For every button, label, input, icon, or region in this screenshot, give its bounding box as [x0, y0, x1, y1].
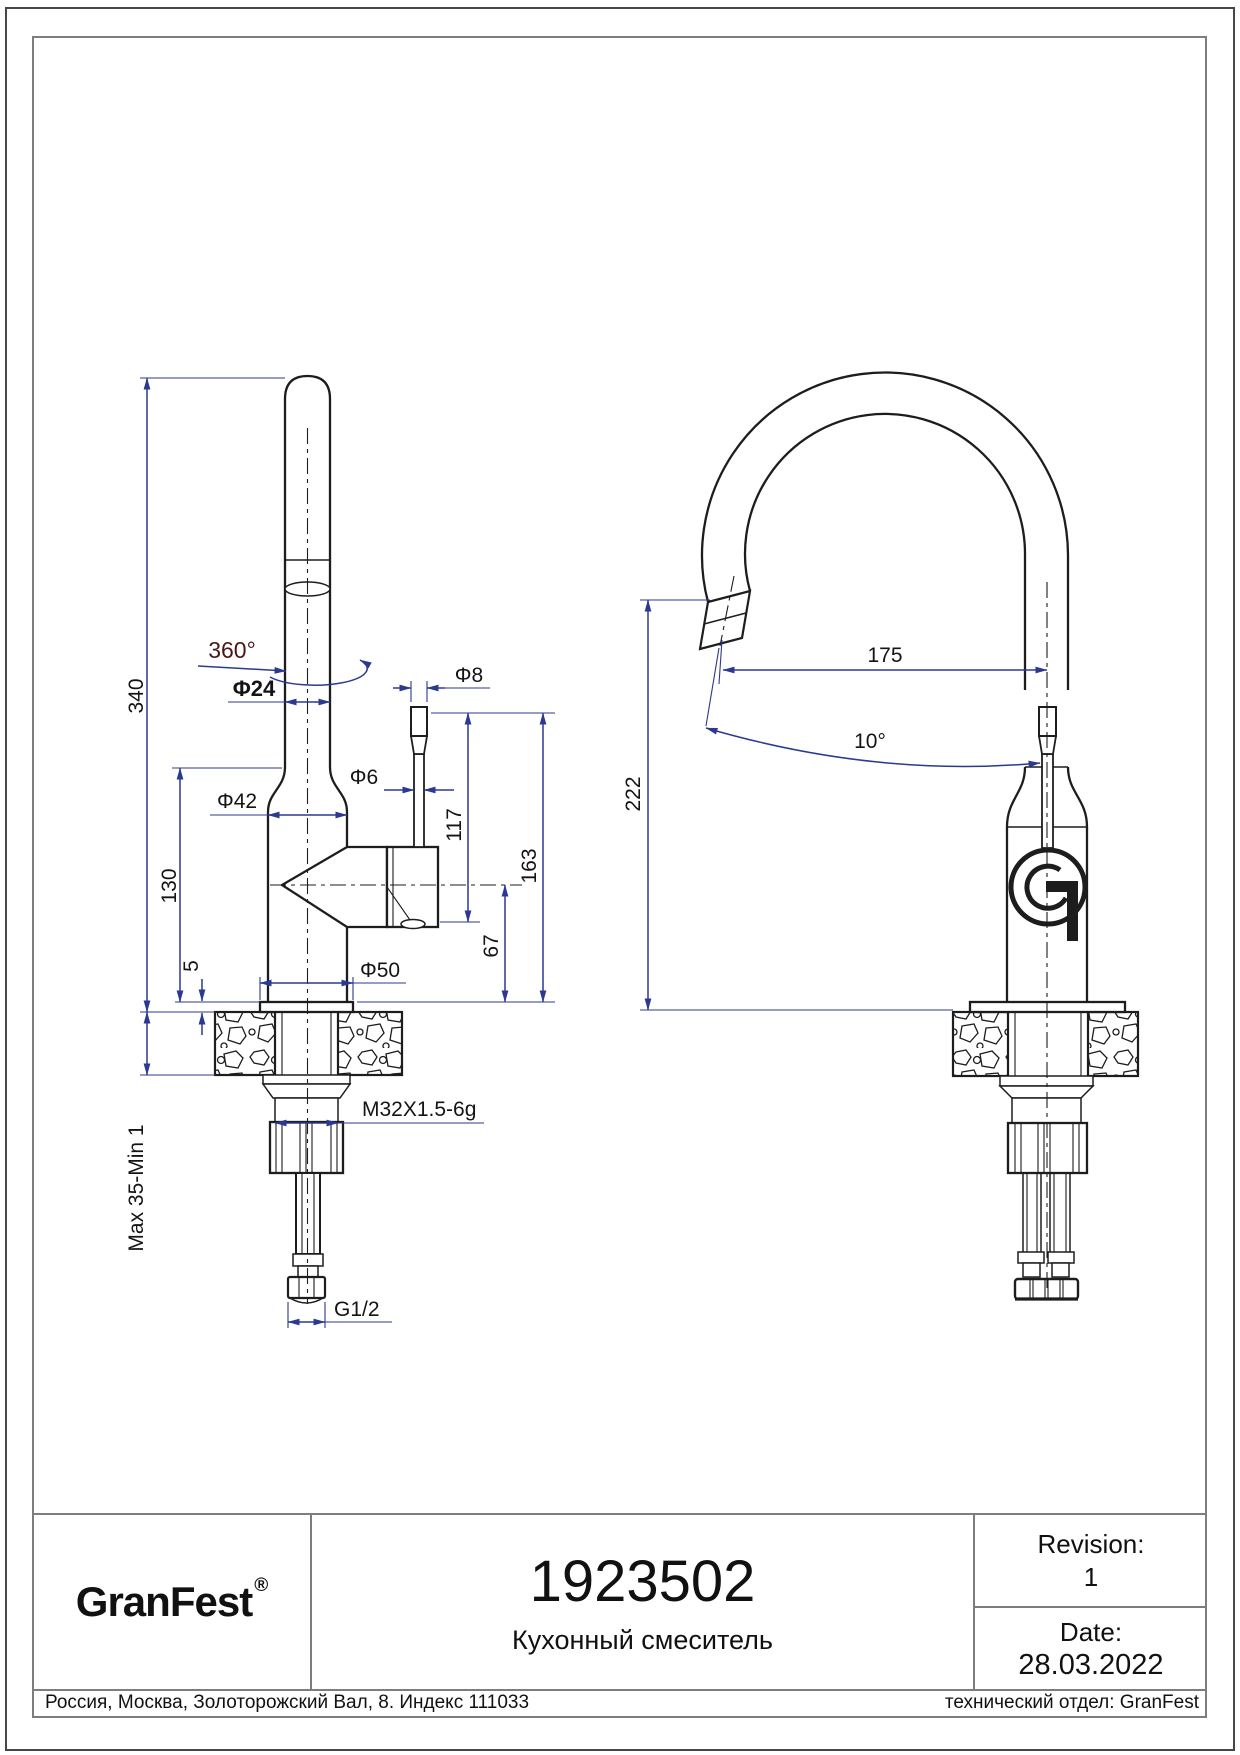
- side-view: 222 175 10°: [622, 371, 1140, 1301]
- side-dimensions: [640, 599, 1048, 1011]
- lever-handle-front: [409, 706, 429, 848]
- dim-body-height: 130: [158, 868, 181, 903]
- footer-department: технический отдел: GranFest: [944, 1692, 1199, 1713]
- page-border: [5, 7, 1235, 1751]
- technical-drawing: 340 130 5 Max 35-Min 1 360° Φ24 Φ42 Φ50 …: [125, 371, 1140, 1328]
- registered-mark-icon: ®: [254, 1575, 269, 1596]
- valve-body-front: [279, 845, 440, 930]
- part-info: 1923502 Кухонный смеситель: [312, 1515, 973, 1689]
- date-value: 28.03.2022: [1018, 1648, 1164, 1681]
- dim-deck-range: Max 35-Min 1: [125, 1124, 148, 1251]
- front-view: 340 130 5 Max 35-Min 1 360° Φ24 Φ42 Φ50 …: [125, 374, 555, 1328]
- dim-outlet-clearance: 222: [622, 776, 645, 811]
- titleblock-footer-line: [32, 1689, 1207, 1691]
- front-dimensions: [140, 377, 555, 1328]
- brand-logo: GranFest®: [32, 1515, 310, 1689]
- revision-cell: Revision: 1: [975, 1515, 1207, 1606]
- dim-swivel-angle: 360°: [208, 637, 256, 663]
- brand-name: GranFest: [75, 1578, 253, 1625]
- granfest-logo-icon: [1008, 847, 1088, 941]
- centerline-spout-tip: [719, 575, 735, 647]
- product-name: Кухонный смеситель: [512, 1625, 773, 1655]
- dim-mount-thread: M32X1.5-6g: [362, 1098, 476, 1121]
- dim-flange-thickness: 5: [180, 960, 203, 972]
- countertop-side: [951, 1010, 1140, 1078]
- dim-spout-reach: 175: [867, 644, 902, 667]
- date-label: Date:: [1059, 1616, 1123, 1647]
- dim-spray-angle: 10°: [854, 730, 886, 753]
- dim-total-height: 340: [125, 678, 148, 713]
- countertop-front: [213, 1010, 404, 1077]
- dim-outlet-height: 163: [518, 848, 541, 883]
- footer-address: Россия, Москва, Золоторожский Вал, 8. Ин…: [45, 1692, 530, 1713]
- dim-hose-thread: G1/2: [334, 1298, 380, 1321]
- date-cell: Date: 28.03.2022: [975, 1608, 1207, 1689]
- gooseneck-spout: [698, 371, 1070, 690]
- revision-value: 1: [1083, 1561, 1099, 1592]
- dim-base-diameter: Φ50: [360, 959, 400, 982]
- dim-lever-top-height: 117: [443, 808, 466, 841]
- titleblock-mid-line: [973, 1606, 1207, 1608]
- titleblock-v1-line: [310, 1513, 312, 1691]
- footer-strip: Россия, Москва, Золоторожский Вал, 8. Ин…: [32, 1689, 1207, 1718]
- titleblock-v2-line: [973, 1513, 975, 1691]
- dim-body-diameter: Φ42: [217, 790, 257, 813]
- part-number: 1923502: [529, 1549, 756, 1614]
- dim-lever-rod-diameter: Φ6: [350, 766, 378, 789]
- revision-label: Revision:: [1037, 1528, 1145, 1559]
- dim-lever-axis-height: 67: [480, 934, 503, 957]
- titleblock-top-line: [32, 1513, 1207, 1515]
- drawing-frame: [32, 36, 1207, 1718]
- dim-spout-diameter: Φ24: [233, 676, 276, 701]
- dim-lever-tip-diameter: Φ8: [455, 664, 483, 687]
